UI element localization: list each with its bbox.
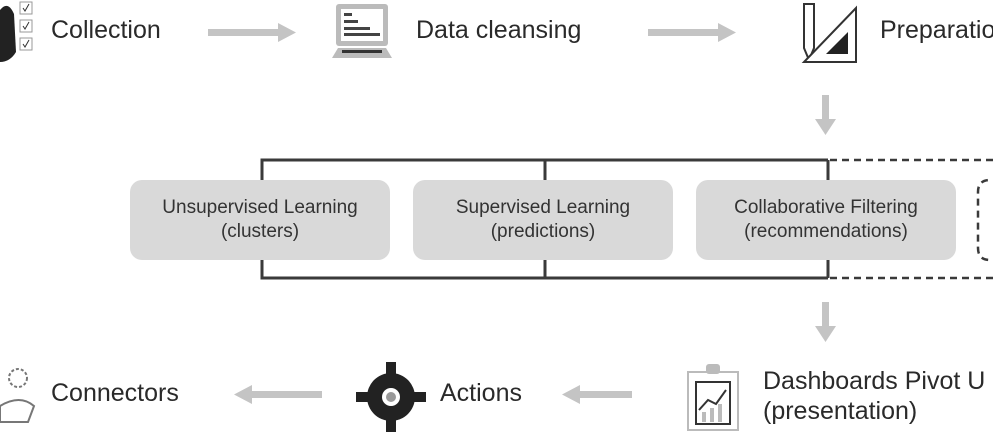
dashed-extension — [830, 158, 993, 280]
arrow-down-2 — [815, 302, 836, 342]
step-preparation: Preparation — [880, 16, 993, 44]
model-title: Supervised Learning — [455, 197, 631, 218]
hand-gear-icon — [0, 368, 36, 423]
bracket — [260, 158, 830, 280]
step-actions: Actions — [440, 379, 522, 407]
arrow-left-2 — [234, 385, 322, 404]
step-collection: Collection — [51, 16, 161, 44]
step-data-cleansing: Data cleansing — [416, 16, 582, 44]
model-title: Unsupervised Learning — [162, 197, 358, 218]
dashboards-title: Dashboards Pivot U — [763, 367, 986, 395]
model-collaborative-filtering: Collaborative Filtering (recommendations… — [696, 180, 956, 260]
model-title: Collaborative Filtering — [734, 197, 918, 218]
arrow-left-1 — [562, 385, 632, 404]
clipboard-chart-icon — [687, 364, 739, 431]
step-dashboards: Dashboards Pivot U (presentation) — [763, 366, 985, 426]
step-connectors: Connectors — [51, 379, 179, 407]
person-checklist-icon — [0, 1, 33, 63]
arrow-right-1 — [208, 23, 296, 42]
model-unsupervised: Unsupervised Learning (clusters) — [130, 180, 390, 260]
arrow-down-1 — [815, 95, 836, 135]
dashboards-subtitle: (presentation) — [763, 397, 918, 425]
laptop-chart-icon — [332, 4, 392, 58]
model-supervised: Supervised Learning (predictions) — [413, 180, 673, 260]
model-subtitle: (clusters) — [220, 221, 300, 242]
model-subtitle: (recommendations) — [744, 221, 908, 242]
gears-icon — [356, 362, 426, 432]
pencil-triangle-icon — [801, 3, 857, 63]
arrow-right-2 — [648, 23, 736, 42]
model-subtitle: (predictions) — [490, 221, 596, 242]
